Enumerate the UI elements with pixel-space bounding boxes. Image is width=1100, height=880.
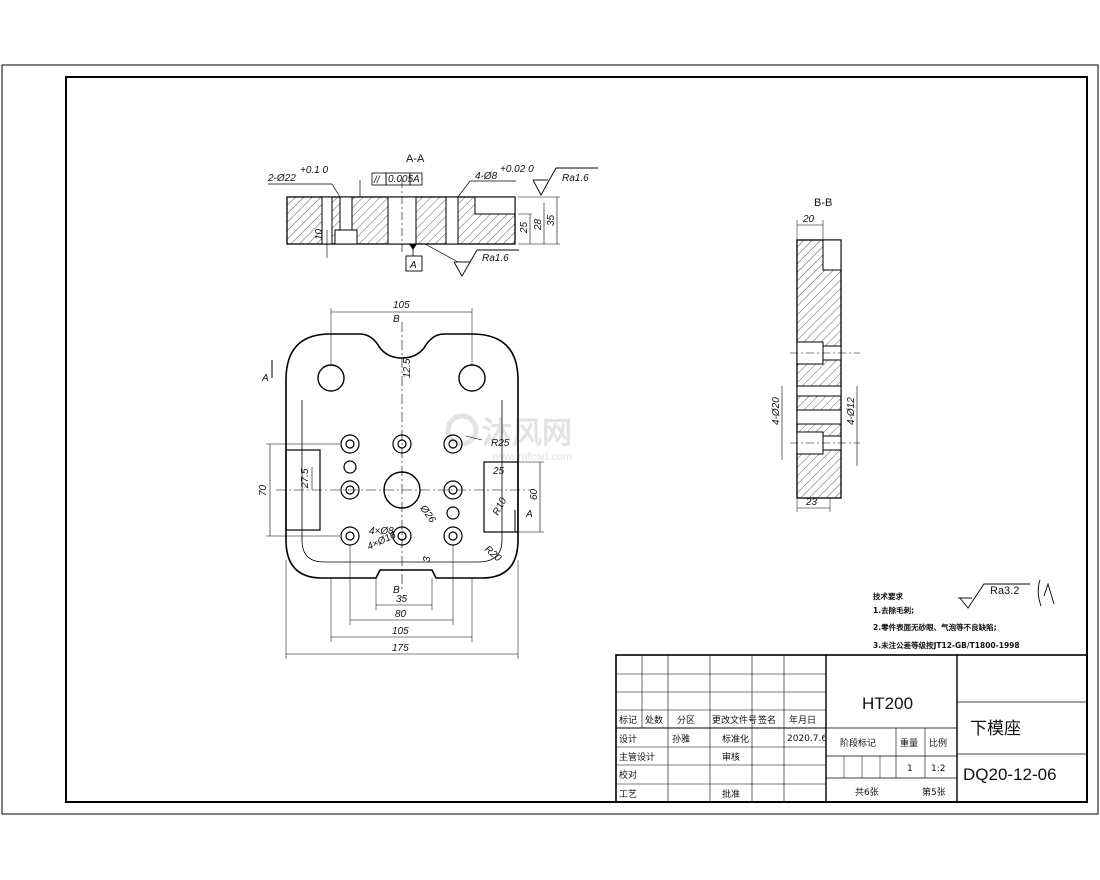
plan-dim-r25: R25 [491,438,510,449]
notes-roughness-general: Ra3.2 [990,585,1019,597]
aa-roughness-top: Ra1.6 [562,173,589,184]
tb-check-label: 校对 [619,769,637,781]
title-block-text: HT200 下模座 DQ20-12-06 标记 处数 分区 更改文件号 签名 年… [619,694,1057,800]
plan-cut-label-right: A [525,509,533,520]
tb-sheets-total: 共6张 [855,787,879,798]
tb-qty: 1 [907,764,913,774]
aa-roughness-bottom: Ra1.6 [482,253,509,264]
tb-rev-header-5: 签名 [758,714,776,726]
watermark: 沐风网 www.mfcad.com [445,413,572,463]
notes-line-1: 1.去除毛刺; [873,605,914,615]
notes-line-2: 2.零件表面无砂眼、气泡等不良缺陷; [873,622,997,632]
aa-dim-left-vert: 10 [314,228,325,240]
tb-part-name: 下模座 [970,719,1021,738]
bb-dim-4phi20: 4-Ø20 [771,397,782,425]
plan-cut-label-bottom: B [393,585,400,596]
aa-dim-28: 28 [533,218,544,231]
aa-hole-callout-left: 2-Ø22 [267,173,296,184]
plan-dim-center-hole: Ø26 [417,503,438,526]
technical-notes: 技术要求 1.去除毛刺; 2.零件表面无砂眼、气泡等不良缺陷; 3.未注公差等级… [873,579,1055,650]
tb-drafter-label: 主管设计 [619,751,655,763]
inner-frame [65,76,1088,803]
tb-scale-label: 比例 [929,737,947,749]
plan-dim-105-bottom: 105 [392,626,409,637]
plan-dim-80: 80 [395,609,407,620]
datum-box [405,255,423,272]
aa-datum-label: A [409,260,417,271]
aa-dim-35: 35 [546,214,557,226]
plan-dim-12-5: 12.5 [402,358,413,378]
tb-weight-label: 重量 [900,737,918,749]
tb-rev-header-3: 分区 [677,715,695,726]
roughness-symbol-icon [453,249,519,277]
notes-heading: 技术要求 [873,591,903,601]
parallelism-datum: A [412,174,420,185]
watermark-url: www.mfcad.com [491,451,572,463]
aa-hole-tol-left: +0.1 0 [300,165,329,176]
tb-scale: 1:2 [931,764,945,774]
tb-approve-label: 批准 [722,788,740,800]
parallelism-frame: // 0.005 A [371,172,423,186]
plan-dim-70: 70 [258,484,269,496]
center-hole [383,471,421,509]
tb-designer-label: 设计 [619,733,637,745]
tb-rev-header-4: 更改文件号 [712,714,757,726]
section-bb: B-B 20 4-Ø20 4-Ø12 23 [771,197,860,512]
guide-hole-left [317,364,345,392]
bb-dim-20: 20 [802,214,815,225]
roughness-symbol-icon [532,167,598,196]
bb-dim-23: 23 [805,497,818,508]
notes-line-3: 3.未注公差等级按JT12-GB/T1800-1998 [873,640,1020,650]
plan-view: A A B B 105 12.5 70 27.5 R25 25 60 R10 R… [258,300,544,659]
tb-rev-header-6: 年月日 [789,714,816,726]
tb-material: HT200 [862,694,913,713]
plan-dim-175: 175 [392,643,409,654]
roughness-bracket-icon [1037,579,1055,607]
aa-hole-callout-right: 4-Ø8 [475,171,498,182]
tb-drawing-no: DQ20-12-06 [963,765,1057,784]
tb-sheet-no: 第5张 [922,786,946,798]
watermark-text: 沐风网 [482,416,572,451]
tb-date: 2020.7.6 [787,734,827,744]
right-slot [483,461,519,533]
plan-dim-35: 35 [396,594,408,605]
plan-dim-p10: R10 [491,496,510,518]
section-aa: A-A 2-Ø22 +0.1 0 // 0.005 A 4-Ø8 +0.02 0 [267,153,598,277]
plan-cut-label-left: A [261,373,269,384]
aa-hole-tol-right: +0.02 0 [500,164,534,175]
bb-dim-4phi12: 4-Ø12 [846,397,857,425]
section-aa-title: A-A [406,153,425,165]
plan-dim-60: 60 [529,488,540,500]
tb-rev-header-2: 处数 [645,714,663,726]
tb-review-label: 审核 [722,751,740,763]
roughness-symbol-icon [959,583,1030,609]
plan-cut-label-top: B [393,314,400,325]
tb-process-label: 工艺 [619,789,637,800]
parallelism-symbol: // [373,175,381,186]
tb-std-label: 标准化 [722,733,749,745]
tb-designer-name: 孙雅 [672,733,690,745]
title-block [615,654,1088,803]
tb-rev-header-1: 标记 [619,714,637,726]
outer-frame [1,64,1099,815]
plan-dim-105-top: 105 [393,300,410,311]
plan-dim-25-right: 25 [492,466,505,477]
plate-outline [285,333,519,579]
plan-dim-3: 3 [422,556,433,562]
tb-stage-label: 阶段标记 [840,737,876,749]
parallelism-value: 0.005 [388,174,413,185]
aa-dim-25: 25 [519,221,530,234]
section-bb-title: B-B [814,197,832,209]
plan-dim-27-5: 27.5 [300,468,311,489]
section-bb-body [796,239,842,499]
guide-hole-right [458,364,486,392]
plan-dim-4xphi8: 4×Ø8 [369,526,394,537]
